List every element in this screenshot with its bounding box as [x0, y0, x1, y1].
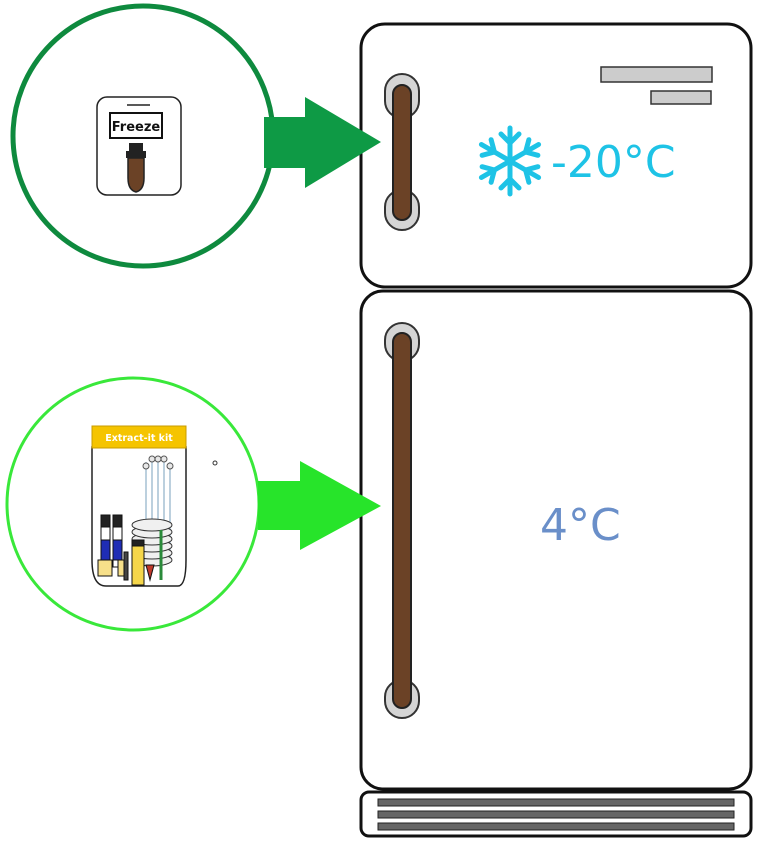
freezer-display-bar	[650, 90, 712, 105]
fridge-base-grille	[359, 790, 753, 838]
freezer-arrow	[264, 97, 381, 188]
freezer-door	[359, 22, 753, 289]
freezer-temperature: -20°C	[551, 137, 676, 188]
fridge-arrow	[258, 461, 381, 550]
freeze-bag-icon: Freeze	[96, 96, 182, 196]
kit-bag-label: Extract-it kit	[105, 433, 173, 444]
freezer-handle	[384, 73, 420, 231]
freeze-bag-label: Freeze	[112, 120, 161, 135]
fridge-temperature: 4°C	[540, 500, 621, 551]
freezer-display-bar	[600, 66, 713, 83]
extract-kit-callout: Extract-it kit	[5, 376, 381, 632]
extract-kit-bag-icon: Extract-it kit	[91, 425, 218, 587]
kit-label-banner	[91, 425, 187, 449]
snowflake-icon	[478, 125, 542, 197]
refrigerator: -20°C 4°C	[359, 22, 753, 838]
freeze-sample-callout: Freeze	[10, 3, 381, 269]
sample-tube-icon	[126, 143, 146, 193]
fridge-handle	[384, 322, 420, 719]
fridge-door	[359, 289, 753, 791]
reagent-tubes-icon	[97, 514, 163, 586]
